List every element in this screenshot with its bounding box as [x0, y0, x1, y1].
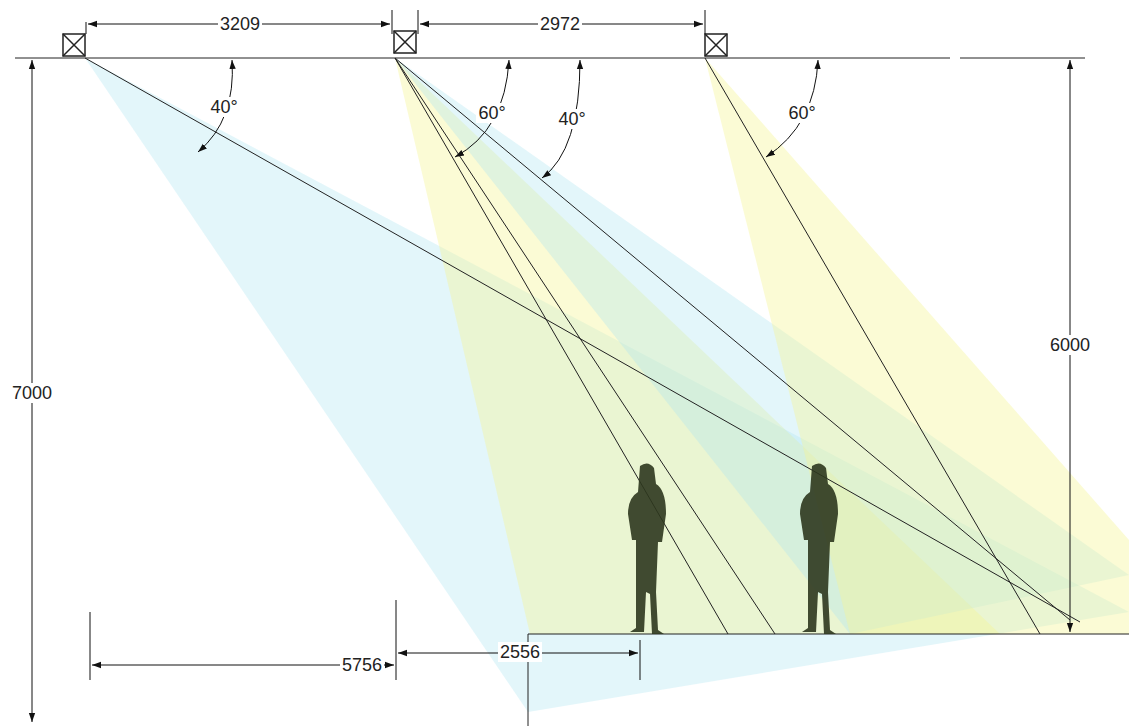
light-beam — [85, 58, 1129, 712]
dimension-label: 7000 — [10, 383, 54, 403]
light-beam — [705, 58, 1129, 634]
angle-label: 60° — [786, 103, 817, 123]
light-fixture — [63, 31, 727, 56]
dimension-label: 3209 — [218, 14, 262, 34]
dimension-label: 2972 — [538, 14, 582, 34]
person-silhouette — [628, 463, 838, 634]
angle-label: 60° — [476, 103, 507, 123]
angle-label: 40° — [208, 97, 239, 117]
light-beam — [395, 58, 1129, 634]
dimension-label: 2556 — [498, 642, 542, 662]
dimension-label: 5756 — [340, 655, 384, 675]
angle-label: 40° — [556, 109, 587, 129]
dimension-label: 6000 — [1048, 335, 1092, 355]
